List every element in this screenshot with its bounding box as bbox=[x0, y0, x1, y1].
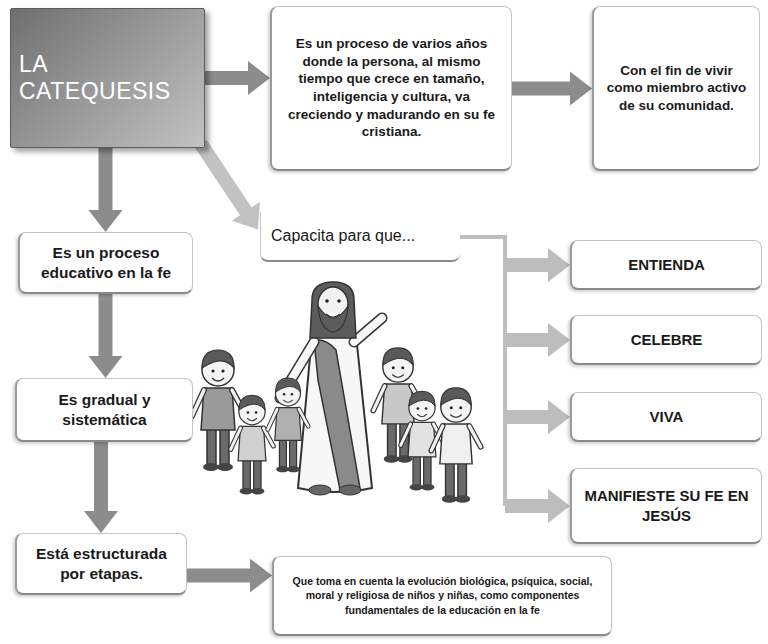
arrow-shaft bbox=[505, 499, 549, 513]
arrow-head bbox=[548, 489, 570, 523]
arrow-head bbox=[548, 323, 570, 357]
process-box: Capacita para que... bbox=[260, 212, 460, 262]
arrow-head bbox=[248, 61, 270, 95]
child-figure bbox=[231, 395, 274, 494]
arrow-shaft bbox=[512, 82, 571, 96]
arrow-head bbox=[570, 72, 592, 106]
arrow-head bbox=[84, 511, 118, 533]
process-box: ENTIENDA bbox=[570, 240, 762, 290]
process-box: Es un proceso de varios años donde la pe… bbox=[270, 6, 512, 171]
child-figure bbox=[192, 350, 244, 471]
process-box: Es gradual y sistemática bbox=[15, 378, 193, 442]
arrow-head bbox=[548, 400, 570, 434]
arrow-head bbox=[548, 248, 570, 282]
node-text: CELEBRE bbox=[631, 330, 703, 350]
node-text: Es gradual y sistemática bbox=[27, 390, 182, 429]
block-arrow bbox=[460, 237, 570, 434]
connector-line bbox=[460, 237, 505, 417]
arrow-shaft bbox=[94, 442, 108, 512]
block-arrow bbox=[84, 442, 118, 533]
block-arrow bbox=[512, 72, 592, 106]
arrow-shaft bbox=[205, 71, 249, 85]
arrow-shaft bbox=[505, 333, 549, 347]
arrow-head bbox=[232, 202, 260, 230]
node-text: Es un proceso de varios años donde la pe… bbox=[282, 35, 501, 140]
node-text: Está estructurada por etapas. bbox=[27, 544, 176, 583]
process-box: MANIFIESTE SU FE EN JESÚS bbox=[570, 468, 762, 544]
node-text: ENTIENDA bbox=[628, 255, 705, 275]
arrow-shaft bbox=[187, 569, 251, 583]
child-figure bbox=[268, 378, 309, 472]
process-box: Que toma en cuenta la evolución biológic… bbox=[272, 556, 612, 636]
block-arrow bbox=[187, 559, 272, 593]
process-box: Está estructurada por etapas. bbox=[15, 533, 187, 595]
child-figure bbox=[431, 388, 480, 503]
process-box: CELEBRE bbox=[570, 315, 762, 365]
node-text: Con el fin de vivir como miembro activo … bbox=[604, 62, 749, 115]
node-text: Que toma en cuenta la evolución biológic… bbox=[284, 574, 601, 617]
block-arrow bbox=[460, 237, 570, 357]
arrow-shaft bbox=[505, 258, 549, 272]
arrow-shaft bbox=[99, 148, 113, 211]
arrow-shaft bbox=[99, 294, 113, 357]
connector-line bbox=[460, 237, 505, 506]
block-arrow bbox=[89, 148, 123, 232]
arrow-head bbox=[250, 559, 272, 593]
block-arrow bbox=[460, 237, 570, 282]
block-arrow bbox=[460, 237, 570, 523]
arrow-shaft bbox=[505, 410, 549, 424]
process-box: Con el fin de vivir como miembro activo … bbox=[592, 6, 760, 171]
block-arrow bbox=[89, 294, 123, 378]
process-box: Es un proceso educativo en la fe bbox=[18, 232, 193, 294]
connector-line bbox=[460, 237, 505, 340]
node-text: MANIFIESTE SU FE EN JESÚS bbox=[582, 486, 751, 525]
node-text: VIVA bbox=[650, 407, 684, 427]
arrow-head bbox=[89, 210, 123, 232]
node-text: Es un proceso educativo en la fe bbox=[30, 243, 182, 282]
block-arrow bbox=[205, 61, 270, 95]
connector-line bbox=[460, 237, 505, 265]
process-box: VIVA bbox=[570, 392, 762, 442]
node-text: Capacita para que... bbox=[271, 227, 415, 245]
arrow-head bbox=[89, 356, 123, 378]
arrow-shaft bbox=[201, 144, 246, 212]
node-text: LA CATEQUESIS bbox=[19, 51, 194, 105]
title-box: LA CATEQUESIS bbox=[10, 8, 205, 148]
block-arrow bbox=[201, 144, 260, 230]
